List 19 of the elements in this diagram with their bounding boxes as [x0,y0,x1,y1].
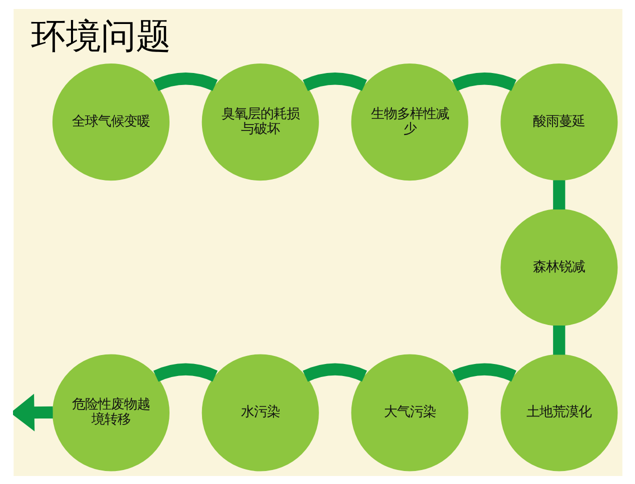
arrow [12,393,52,431]
connector [452,72,516,91]
connector [452,362,516,382]
node-circle: 酸雨蔓延 [500,63,618,180]
connector [552,325,565,354]
connector [302,362,366,382]
connector [153,362,217,382]
connector [153,72,217,91]
node-circle: 危险性废物越境转移 [52,354,170,471]
connector [302,72,366,91]
node-circle: 森林锐减 [500,208,618,326]
diagram-title: 环境问题 [30,16,171,56]
connector [552,180,565,209]
node-circle: 生物多样性减少 [350,63,468,180]
node-circle: 水污染 [201,354,318,471]
node-circle: 土地荒漠化 [500,354,618,471]
node-circle: 全球气候变暖 [52,63,170,180]
node-circle: 臭氧层的耗损与破坏 [201,63,318,180]
node-circle: 大气污染 [350,354,468,471]
